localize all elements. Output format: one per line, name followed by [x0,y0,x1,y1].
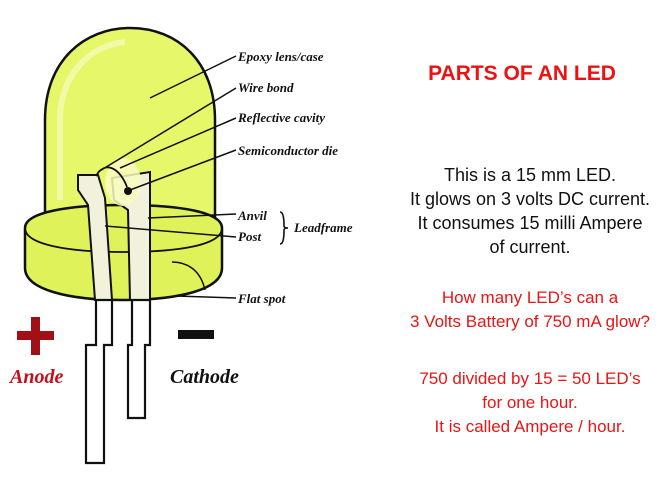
cathode-lead [126,298,152,420]
description-line: This is a 15 mm LED. [443,165,617,185]
label-epoxy: Epoxy lens/case [237,49,324,64]
leadframe-brace [279,211,289,245]
label-wire-bond: Wire bond [238,80,294,95]
page-title: PARTS OF AN LED [428,62,616,85]
cathode-label: Cathode [170,366,239,388]
label-reflective-cavity: Reflective cavity [237,110,325,125]
question-line: How many LED’s can a [441,288,619,307]
wire-bond [95,166,128,188]
anode-label: Anode [10,366,64,388]
lens-highlight [57,39,126,200]
question-text: How many LED’s can a 3 Volts Battery of … [380,286,672,334]
flat-spot [171,261,206,291]
label-flat-spot: Flat spot [237,291,286,306]
minus-sign [178,330,214,339]
answer-line: It is called Ampere / hour. [434,417,626,436]
flange-top-edge [24,227,223,253]
answer-line: 750 divided by 15 = 50 LED’s [419,369,641,388]
anode-lead [84,298,114,465]
label-post: Post [238,229,262,244]
label-anvil: Anvil [237,208,267,223]
label-leadframe: Leadframe [293,220,353,235]
semiconductor-die [124,187,132,195]
leader-lines [97,55,237,299]
description-line: It consumes 15 milli Ampere [417,213,643,233]
answer-text: 750 divided by 15 = 50 LED’s for one hou… [380,367,672,439]
answer-line: for one hour. [482,393,578,412]
plus-sign [17,317,54,355]
description-line: of current. [489,237,571,257]
led-diagram: Epoxy lens/case Wire bond Reflective cav… [17,26,353,465]
label-semiconductor-die: Semiconductor die [238,143,338,158]
led-description: This is a 15 mm LED. It glows on 3 volts… [380,163,672,259]
question-line: 3 Volts Battery of 750 mA glow? [409,312,651,331]
description-line: It glows on 3 volts DC current. [409,189,651,209]
